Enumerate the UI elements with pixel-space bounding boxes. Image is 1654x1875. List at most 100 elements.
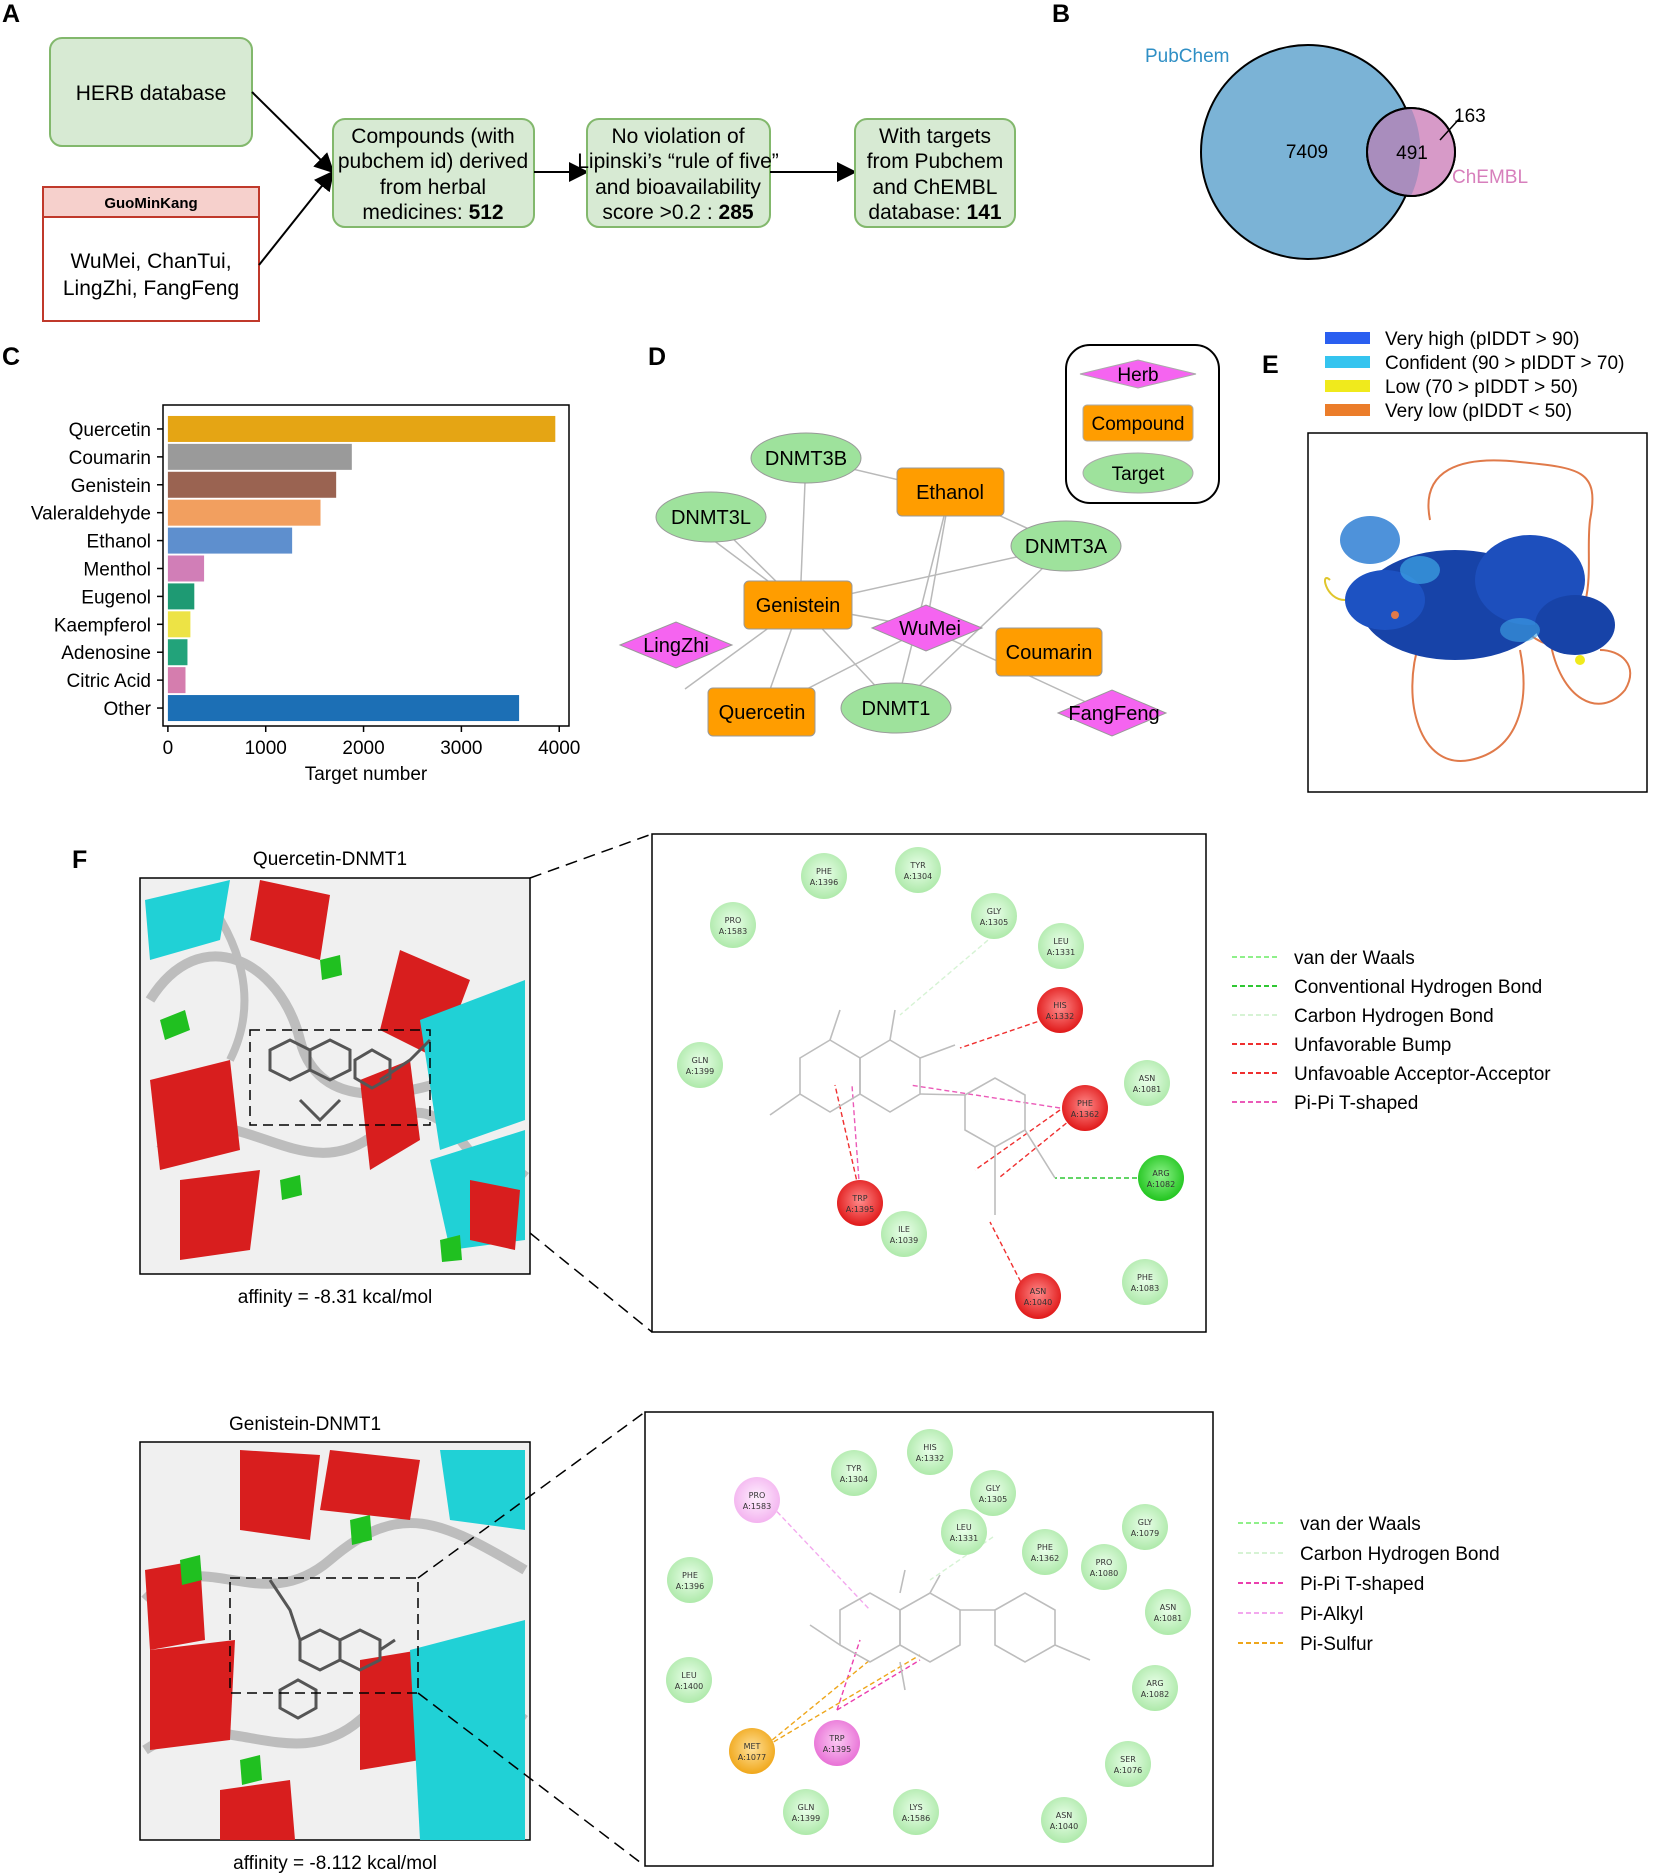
svg-text:A:1583: A:1583	[743, 1502, 771, 1511]
docking-bottom-2d-diagram: HISA:1332TYRA:1304GLYA:1305PROA:1583LEUA…	[666, 1429, 1191, 1843]
legend-label: Conventional Hydrogen Bond	[1294, 977, 1542, 998]
venn-chembl-only-count: 163	[1454, 106, 1486, 127]
panel-b: B PubChem ChEMBL 7409 491 163	[1052, 0, 1528, 260]
svg-text:TYR: TYR	[845, 1464, 862, 1473]
bar-category-label: Citric Acid	[67, 671, 151, 692]
step3-line-4: database: 141	[868, 201, 1001, 224]
bar-category-label: Valeraldehyde	[31, 504, 151, 525]
svg-text:PHE: PHE	[816, 867, 832, 876]
node-dnmt3b	[750, 432, 862, 484]
x-tick-label: 4000	[538, 738, 580, 759]
docking-top-affinity: affinity = -8.31 kcal/mol	[238, 1287, 433, 1308]
svg-text:GLN: GLN	[798, 1803, 815, 1812]
step2-line-3: and bioavailability	[595, 176, 761, 199]
panel-e: E Very high (pIDDT > 90) Confident (90 >…	[1262, 329, 1648, 793]
node-genistein-label: Genistein	[756, 595, 841, 617]
svg-text:A:1362: A:1362	[1031, 1554, 1059, 1563]
node-ethanol	[896, 467, 1005, 517]
venn-chembl-label: ChEMBL	[1452, 167, 1528, 188]
plddt-legend: Very high (pIDDT > 90) Confident (90 > p…	[1325, 329, 1624, 422]
svg-text:A:1079: A:1079	[1131, 1529, 1159, 1538]
svg-text:A:1040: A:1040	[1050, 1822, 1078, 1831]
node-fangfeng	[1056, 689, 1168, 737]
svg-text:A:1305: A:1305	[980, 918, 1008, 927]
residue-phe: PHE A:1396	[667, 1557, 713, 1603]
node-quercetin-label: Quercetin	[719, 702, 806, 724]
svg-text:PHE: PHE	[682, 1571, 698, 1580]
plddt-swatch-very-low	[1325, 404, 1370, 416]
legend-label: Pi-Pi T-shaped	[1294, 1093, 1418, 1114]
node-genistein	[743, 580, 853, 630]
bar-quercetin	[167, 415, 556, 442]
svg-text:A:1081: A:1081	[1154, 1614, 1182, 1623]
svg-text:A:1082: A:1082	[1141, 1690, 1169, 1699]
venn-pubchem-label: PubChem	[1145, 46, 1230, 67]
svg-text:ARG: ARG	[1146, 1679, 1163, 1688]
svg-text:PHE: PHE	[1137, 1273, 1153, 1282]
legend-target-label: Target	[1112, 464, 1166, 485]
svg-text:A:1304: A:1304	[840, 1475, 868, 1484]
node-dnmt3l-label: DNMT3L	[671, 507, 751, 529]
svg-text:A:1331: A:1331	[1047, 948, 1075, 957]
svg-text:A:1082: A:1082	[1147, 1180, 1175, 1189]
herb-database-label: HERB database	[76, 82, 227, 105]
svg-text:TRP: TRP	[828, 1734, 844, 1743]
svg-text:GLY: GLY	[987, 907, 1002, 916]
legend-herb-diamond	[1079, 359, 1197, 389]
node-wumei-label: WuMei	[899, 618, 961, 640]
bar-citric-acid	[167, 667, 186, 694]
x-tick-label: 3000	[440, 738, 482, 759]
node-lingzhi	[618, 621, 734, 669]
node-dnmt3a-label: DNMT3A	[1025, 536, 1108, 558]
node-coumarin	[995, 627, 1103, 677]
step1-line-1: Compounds (with	[351, 125, 514, 148]
docking-top-3d-image	[145, 880, 529, 1262]
residue-asn: ASN A:1040	[1041, 1797, 1087, 1843]
svg-text:A:1040: A:1040	[1024, 1298, 1052, 1307]
svg-text:A:1304: A:1304	[904, 872, 932, 881]
svg-text:PRO: PRO	[1096, 1558, 1113, 1567]
legend-label: Carbon Hydrogen Bond	[1294, 1006, 1494, 1027]
svg-text:PRO: PRO	[749, 1491, 766, 1500]
x-tick-label: 1000	[245, 738, 287, 759]
bar-category-label: Genistein	[71, 476, 151, 497]
svg-text:A:1396: A:1396	[676, 1582, 704, 1591]
panel-label-a: A	[2, 0, 20, 28]
svg-text:A:1332: A:1332	[916, 1454, 944, 1463]
svg-text:HIS: HIS	[1053, 1001, 1066, 1010]
arrow-herb-to-compounds	[251, 91, 335, 174]
svg-text:LEU: LEU	[956, 1523, 972, 1532]
panel-label-e: E	[1262, 351, 1279, 379]
legend-label: Pi-Pi T-shaped	[1300, 1574, 1424, 1595]
svg-text:A:1077: A:1077	[738, 1753, 766, 1762]
node-quercetin	[707, 687, 816, 737]
svg-text:A:1396: A:1396	[810, 878, 838, 887]
svg-text:SER: SER	[1120, 1755, 1136, 1764]
panel-label-b: B	[1052, 0, 1070, 28]
bar-category-label: Ethanol	[87, 532, 151, 553]
svg-text:ASN: ASN	[1160, 1603, 1177, 1612]
docking-bottom-affinity: affinity = -8.112 kcal/mol	[233, 1853, 437, 1874]
step3-box	[854, 118, 1016, 228]
bar-category-label: Eugenol	[81, 587, 151, 608]
venn-chembl-outline	[1366, 107, 1456, 197]
svg-text:ASN: ASN	[1056, 1811, 1073, 1820]
legend-herb-label: Herb	[1117, 365, 1158, 386]
legend-label: Unfavorable Bump	[1294, 1035, 1451, 1056]
svg-text:A:1395: A:1395	[823, 1745, 851, 1754]
step3-line-2: from Pubchem	[867, 150, 1004, 173]
plddt-swatch-confident	[1325, 356, 1370, 368]
legend-label: van der Waals	[1294, 948, 1415, 969]
bar-eugenol	[167, 583, 195, 610]
